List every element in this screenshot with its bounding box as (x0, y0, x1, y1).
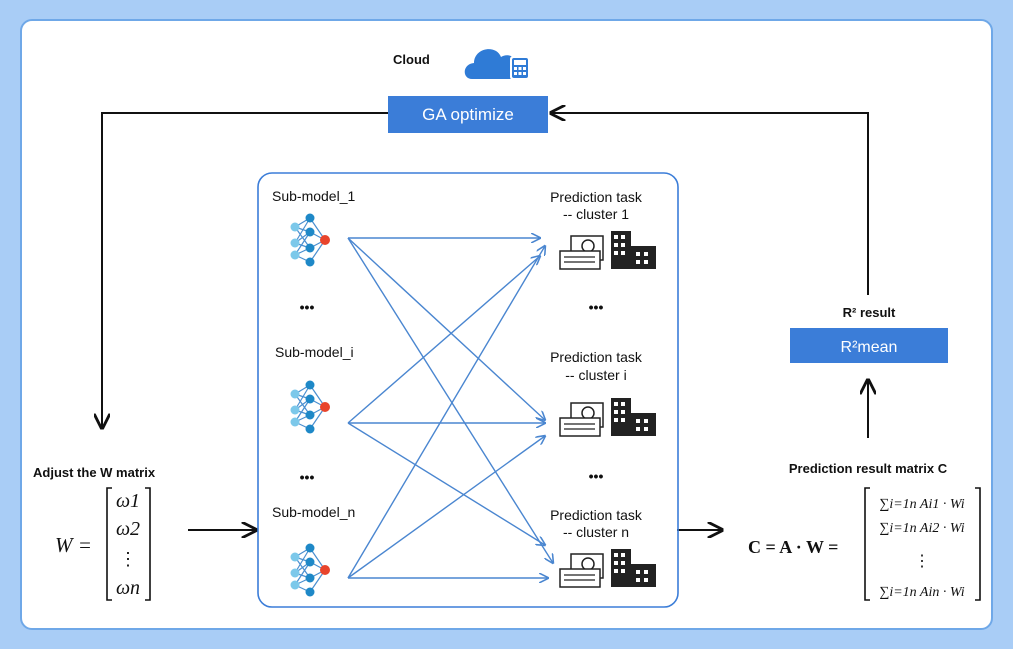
c-matrix-lhs: C = A · W = (748, 537, 838, 557)
neural-net-icon-1 (290, 213, 330, 267)
submodel-label-i: Sub-model_i (275, 344, 354, 360)
task-n-line1: Prediction task (550, 507, 643, 523)
building-icon-n (559, 549, 656, 588)
submodel-label-n: Sub-model_n (272, 504, 355, 520)
c-entry-2: ∑i=1n Ai2 · Wi (879, 521, 964, 536)
w-entry-2: ω2 (116, 518, 140, 540)
c-entry-4: ∑i=1n Ain · Wi (879, 585, 964, 600)
c-matrix-bracket (864, 487, 981, 601)
model-frame (257, 172, 679, 608)
r2-result-label: R² result (843, 305, 896, 320)
ga-optimize-label: GA optimize (422, 105, 514, 124)
r2-mean-label: R²mean (841, 339, 898, 356)
task-1-line1: Prediction task (550, 189, 643, 205)
adjust-w-label: Adjust the W matrix (33, 465, 156, 480)
task-i-line1: Prediction task (550, 349, 643, 365)
w-matrix-bracket (106, 487, 151, 601)
building-icon-i (559, 398, 656, 437)
feedback-arrow-right (551, 113, 869, 295)
ellipsis-tasks-bottom: ••• (589, 468, 604, 484)
neural-net-icon-i (290, 380, 330, 434)
w-entry-1: ω1 (116, 490, 140, 512)
c-entry-1: ∑i=1n Ai1 · Wi (879, 497, 964, 512)
building-icon-1 (559, 231, 656, 270)
cloud-label: Cloud (393, 52, 430, 67)
ellipsis-models-top: ••• (300, 299, 315, 315)
w-entry-4: ωn (116, 577, 140, 599)
task-n-line2: -- cluster n (563, 524, 629, 540)
r2-mean-box: R²mean (790, 328, 948, 363)
w-entry-3: ⋮ (119, 549, 137, 569)
ellipsis-models-bottom: ••• (300, 469, 315, 485)
connection-arrows (347, 238, 553, 578)
cloud-icon (464, 49, 530, 80)
ellipsis-tasks-top: ••• (589, 299, 604, 315)
ga-optimize-box: GA optimize (388, 96, 548, 133)
task-1-line2: -- cluster 1 (563, 206, 629, 222)
feedback-arrow-left (102, 112, 388, 428)
neural-net-icon-n (290, 543, 330, 597)
c-entry-3: ⋮ (914, 553, 930, 570)
submodel-label-1: Sub-model_1 (272, 188, 355, 204)
c-matrix-title: Prediction result matrix C (789, 461, 948, 476)
w-matrix-lhs: W = (55, 533, 92, 557)
task-i-line2: -- cluster i (565, 367, 626, 383)
